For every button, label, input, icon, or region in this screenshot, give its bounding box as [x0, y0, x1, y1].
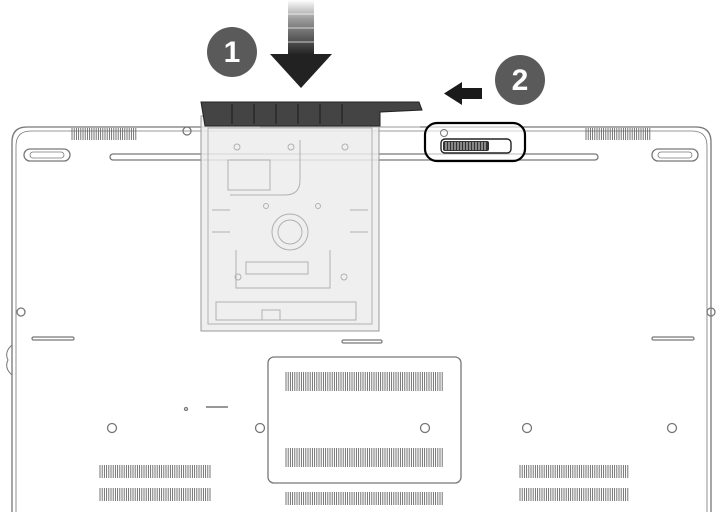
vent-top-right: [585, 128, 651, 140]
screw: [106, 422, 118, 434]
rubber-foot-right-inner: [657, 151, 693, 159]
drive-hole: [263, 203, 269, 209]
step-1-badge: 1: [207, 27, 257, 77]
drive-trace: [230, 140, 301, 196]
drive-hole: [233, 143, 241, 151]
screw: [254, 422, 266, 434]
vent-bottom-left-2: [99, 488, 211, 501]
dash-left: [31, 336, 75, 341]
drive-trace: [235, 250, 331, 289]
vent-bottom-center: [285, 492, 443, 505]
drive-inner-frame: [207, 127, 373, 325]
vent-memory-lower: [285, 448, 443, 467]
rubber-foot-left-inner: [29, 151, 65, 159]
vent-top-left: [71, 128, 137, 140]
drive-chip: [261, 309, 281, 321]
drive-hole: [341, 143, 349, 151]
drive-trace: [227, 159, 271, 191]
step-2-number: 2: [512, 64, 529, 97]
drive-hole: [234, 273, 242, 281]
left-side-bump: [6, 344, 13, 376]
ventilation-grills: [71, 128, 651, 505]
dash-center: [341, 339, 383, 344]
rubber-foot-right: [651, 148, 699, 162]
drive-spindle-inner: [277, 219, 303, 245]
drive-hole: [315, 203, 321, 209]
drive-label-area: [215, 301, 357, 321]
step-2-badge: 2: [495, 55, 545, 105]
optical-drive: [200, 101, 423, 332]
screw: [440, 129, 448, 137]
screw: [666, 422, 678, 434]
screw: [419, 422, 431, 434]
drive-connector: [245, 261, 309, 275]
screw: [183, 406, 189, 412]
memory-cover: [267, 356, 462, 484]
vent-bottom-right-2: [519, 488, 629, 501]
optical-drive-bezel: [200, 101, 423, 127]
screw: [706, 307, 716, 317]
arrow-down-icon: [270, 0, 332, 88]
lock-switch-icon: [440, 138, 512, 154]
screw: [521, 422, 533, 434]
dash-right: [651, 336, 695, 341]
vent-bottom-right-1: [519, 465, 629, 478]
arrow-left-icon: [444, 82, 482, 105]
step-1-number: 1: [224, 36, 241, 69]
screw: [182, 126, 192, 136]
screw: [16, 307, 26, 317]
lock-switch: [423, 121, 527, 163]
drive-spindle: [271, 213, 309, 251]
vent-memory-upper: [285, 372, 443, 391]
drive-hole: [340, 273, 348, 281]
optical-drive-body: [200, 115, 380, 332]
rubber-foot-left: [23, 148, 71, 162]
vent-bottom-left-1: [99, 465, 211, 478]
drive-hole: [287, 143, 295, 151]
